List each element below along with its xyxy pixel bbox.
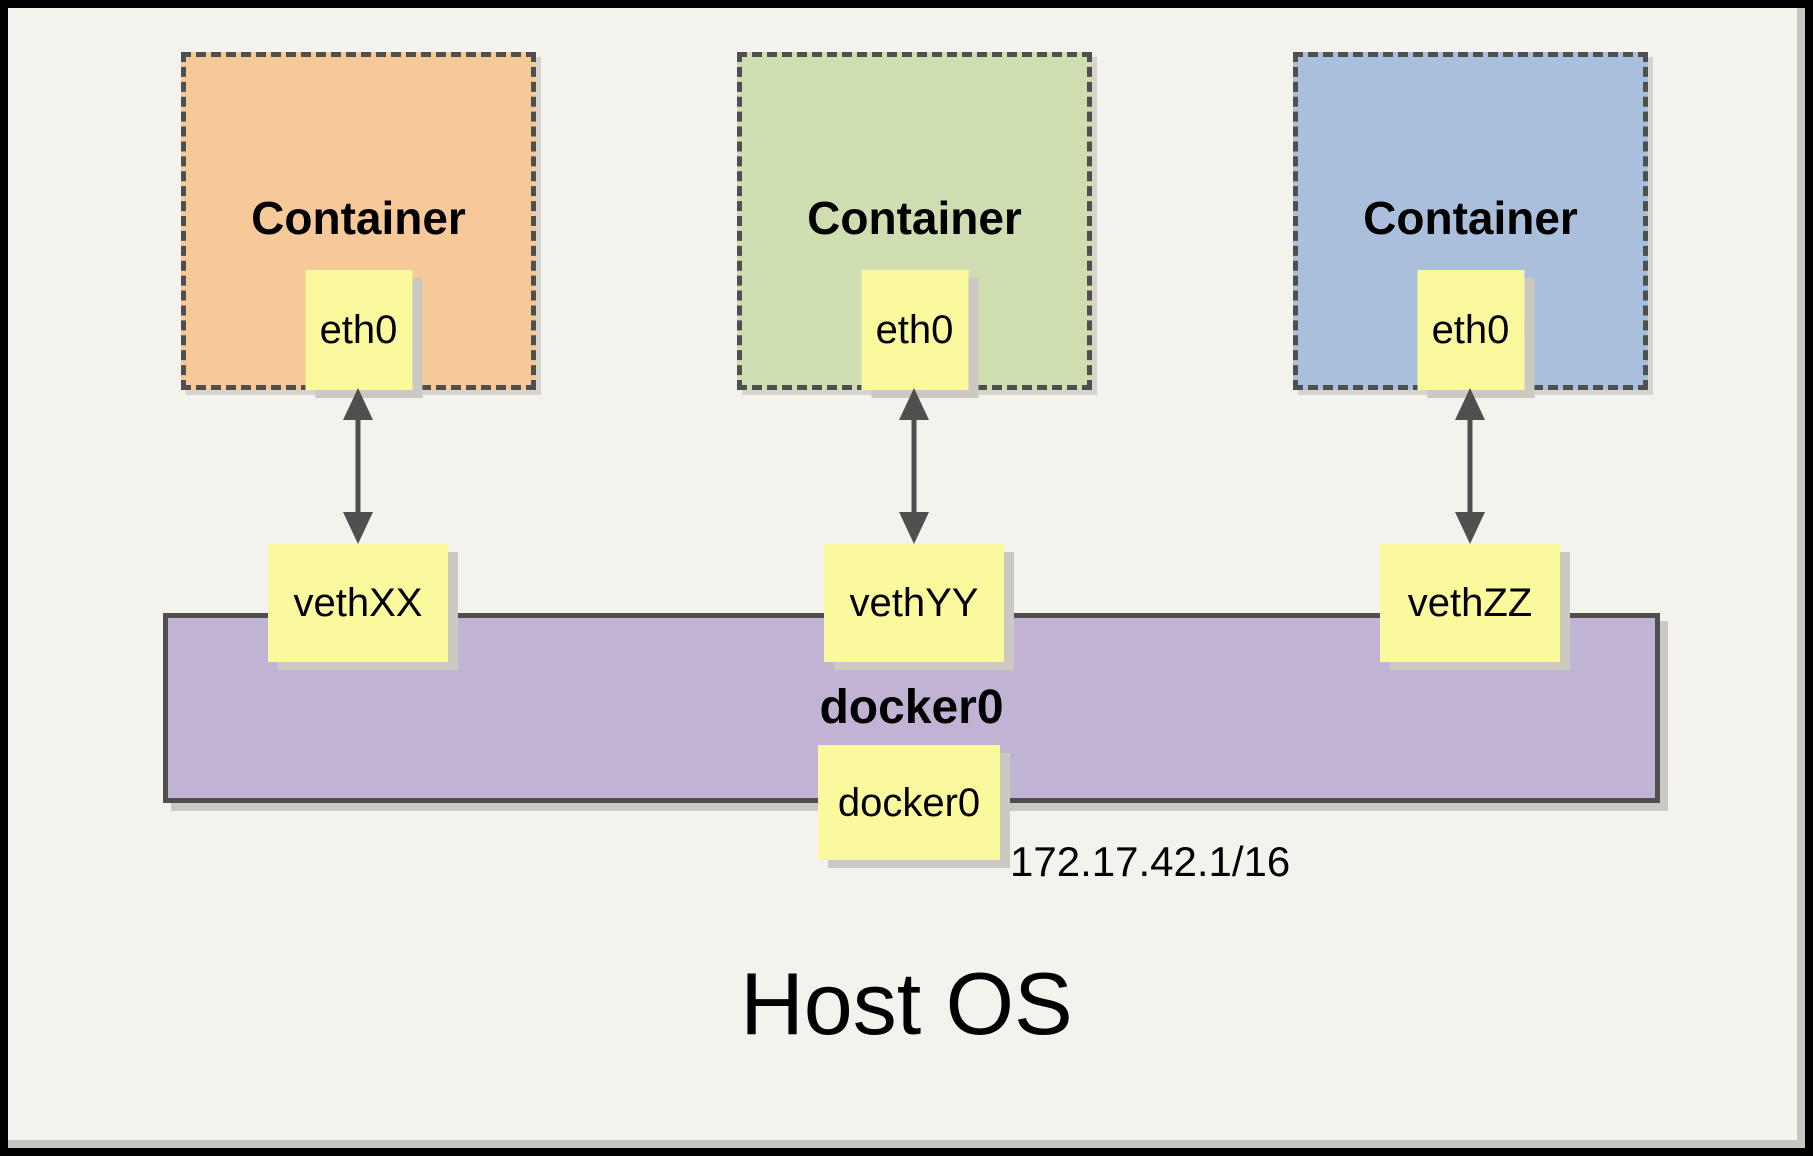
container-box-2: Container eth0 bbox=[737, 52, 1092, 390]
container-3-label: Container bbox=[1363, 192, 1578, 244]
double-arrow-icon-1 bbox=[343, 388, 373, 544]
docker0-interface-label: docker0 bbox=[837, 780, 981, 825]
vethXX-box: vethXX bbox=[268, 544, 448, 662]
docker0-bridge-label: docker0 bbox=[819, 681, 1004, 734]
vethYY-label: vethYY bbox=[849, 581, 979, 625]
container-box-3: Container eth0 bbox=[1293, 52, 1648, 390]
container-2-eth0-box: eth0 bbox=[861, 270, 968, 390]
bridge-ip-label: 172.17.42.1/16 bbox=[1010, 838, 1291, 885]
vethYY-box: vethYY bbox=[824, 544, 1004, 662]
container-2-eth0-label: eth0 bbox=[875, 308, 954, 352]
container-2-label: Container bbox=[807, 192, 1022, 244]
double-arrow-icon-3 bbox=[1455, 388, 1485, 544]
container-3-eth0-label: eth0 bbox=[1431, 308, 1510, 352]
vethZZ-box: vethZZ bbox=[1380, 544, 1560, 662]
container-box-1: Container eth0 bbox=[181, 52, 536, 390]
vethXX-label: vethXX bbox=[293, 581, 423, 625]
host-os-title: Host OS bbox=[740, 954, 1073, 1053]
vethZZ-label: vethZZ bbox=[1407, 581, 1533, 625]
container-1-eth0-label: eth0 bbox=[319, 308, 398, 352]
docker0-interface-box: docker0 bbox=[818, 745, 1000, 860]
container-1-eth0-box: eth0 bbox=[305, 270, 412, 390]
container-3-eth0-box: eth0 bbox=[1417, 270, 1524, 390]
host-os-panel: Container eth0 Container eth0 Container … bbox=[8, 8, 1805, 1148]
double-arrow-icon-2 bbox=[899, 388, 929, 544]
container-1-label: Container bbox=[251, 192, 466, 244]
